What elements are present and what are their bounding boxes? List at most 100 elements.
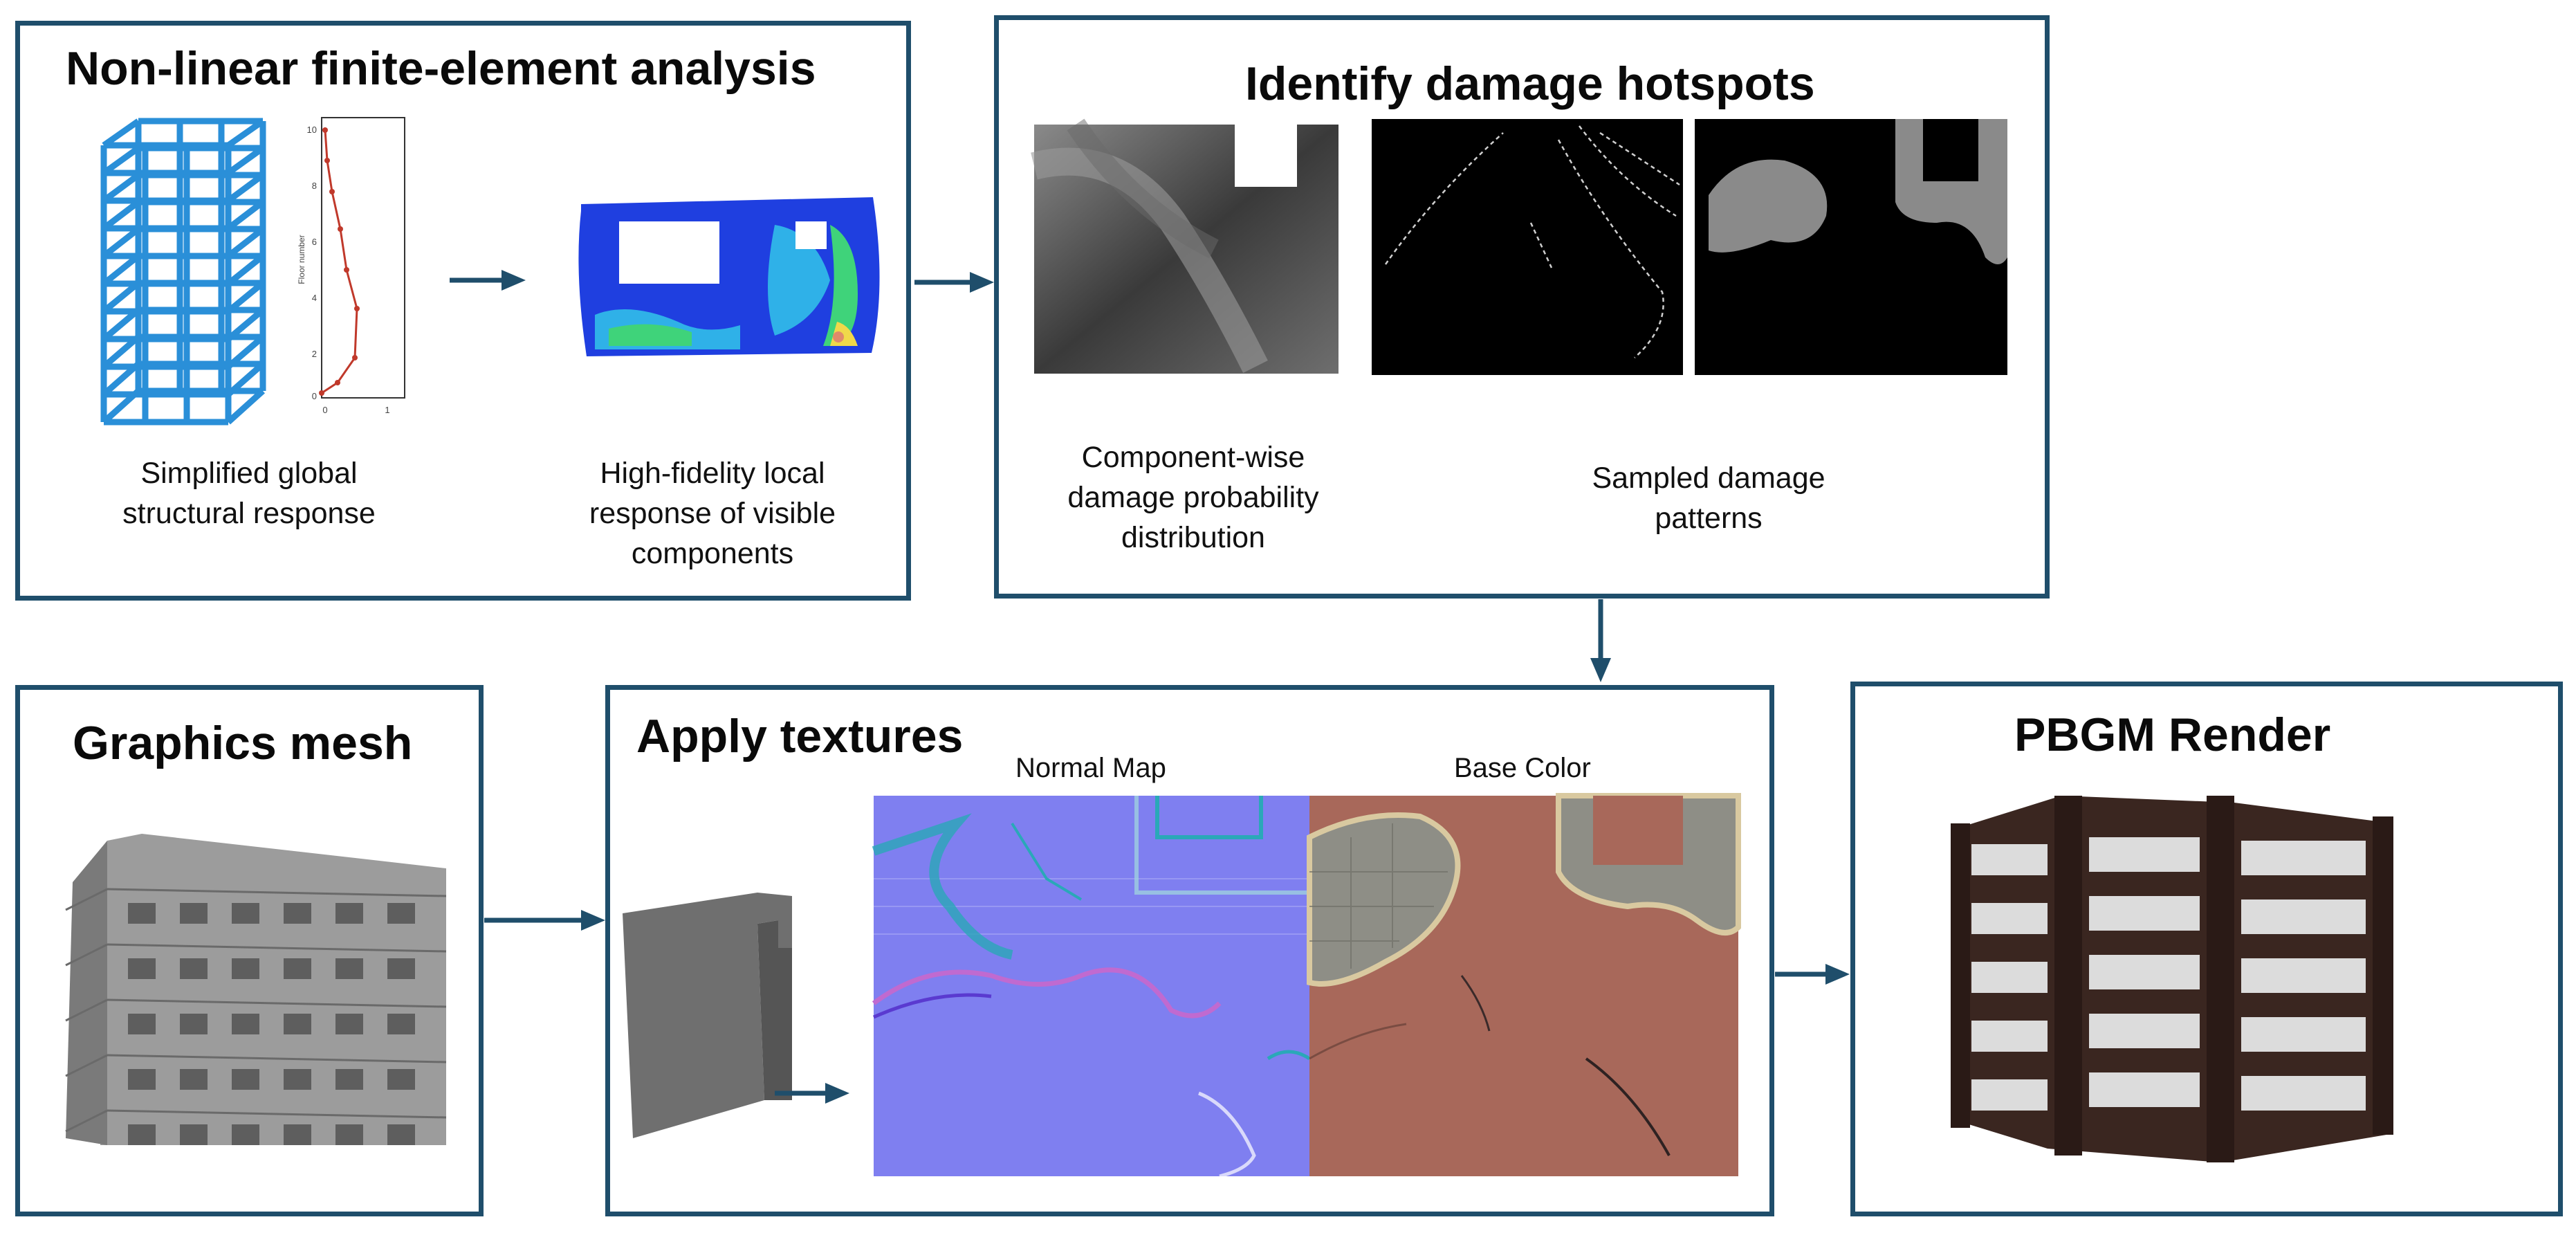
- render-window: [2089, 1072, 2200, 1107]
- ytick-4: 4: [312, 293, 317, 303]
- mesh-floor-line: [107, 1109, 447, 1119]
- mesh-window: [232, 958, 259, 979]
- arrow-hotspots-to-textures: [1590, 599, 1611, 682]
- mesh-window: [180, 1069, 208, 1090]
- graphics-mesh-building: [65, 834, 447, 1145]
- mesh-window: [387, 958, 415, 979]
- wall-component-mesh: [623, 893, 792, 1138]
- mesh-window: [387, 1014, 415, 1034]
- base-color-texture: [1307, 793, 1741, 1176]
- render-window: [2241, 1076, 2366, 1111]
- frame-beam-side: [102, 118, 140, 148]
- normal-map-label: Normal Map: [1015, 753, 1166, 783]
- frame-beam-side: [226, 226, 265, 259]
- sampled-crack-pattern: [1372, 119, 1683, 375]
- frame-beam-side: [102, 172, 140, 203]
- mesh-window: [232, 1124, 259, 1145]
- plot-ylabel: Floor number: [297, 235, 306, 284]
- ytick-10: 10: [307, 125, 317, 135]
- damage-probability-image: [1031, 118, 1338, 374]
- frame-beam-side: [226, 388, 266, 425]
- frame-beam-side: [102, 199, 140, 231]
- mesh-window: [335, 1014, 363, 1034]
- frame-beam-side: [226, 199, 265, 231]
- fea-panel-title: Non-linear finite-element analysis: [66, 42, 816, 95]
- floor-response-plot: 10 8 6 4 2 0 0 1 Floor number: [297, 117, 405, 415]
- ytick-2: 2: [312, 349, 317, 359]
- mesh-window: [128, 958, 156, 979]
- hotspots-panel-title: Identify damage hotspots: [1245, 57, 1815, 110]
- render-window: [2241, 1017, 2366, 1052]
- mesh-window: [180, 1014, 208, 1034]
- render-window: [2089, 896, 2200, 931]
- mesh-window: [284, 903, 311, 924]
- mesh-floor-line: [107, 888, 447, 897]
- caption-sampled: Sampled damage patterns: [1592, 462, 1825, 536]
- mesh-window: [232, 903, 259, 924]
- caption-global-response: Simplified global structural response: [122, 457, 376, 531]
- mesh-window: [335, 958, 363, 979]
- frame-beam-side: [102, 145, 140, 176]
- pbgm-rendered-building: [1951, 796, 2393, 1162]
- frame-beam-side: [226, 172, 265, 203]
- mesh-window: [232, 1069, 259, 1090]
- mesh-floor-line: [65, 943, 108, 967]
- arrow-fea-internal: [450, 270, 526, 291]
- fe-contour-wall: [578, 197, 880, 356]
- render-window: [1971, 844, 2048, 875]
- ytick-8: 8: [312, 181, 317, 191]
- render-window: [1971, 962, 2048, 993]
- render-window: [2089, 1014, 2200, 1048]
- arrow-fea-to-hotspots: [914, 272, 994, 293]
- normal-map-texture: [872, 796, 1311, 1178]
- frame-beam-side: [226, 280, 265, 314]
- render-window: [2241, 841, 2366, 875]
- mesh-window: [387, 1124, 415, 1145]
- mesh-floor-line: [65, 1054, 108, 1077]
- xtick-0: 0: [322, 405, 327, 415]
- mesh-window: [128, 1069, 156, 1090]
- mesh-window: [387, 1069, 415, 1090]
- frame-beam-side: [102, 307, 140, 342]
- mesh-floor-line: [65, 998, 108, 1022]
- base-color-label: Base Color: [1454, 753, 1591, 783]
- mesh-window: [128, 1014, 156, 1034]
- frame-beam-side: [102, 334, 140, 369]
- mesh-window: [335, 1124, 363, 1145]
- arrow-wall-to-textures: [775, 1083, 849, 1104]
- frame-beam-side: [226, 253, 265, 286]
- mesh-window: [128, 1124, 156, 1145]
- sampled-spalling-pattern: [1695, 119, 2007, 375]
- render-window: [1971, 1021, 2048, 1052]
- mesh-window: [180, 958, 208, 979]
- mesh-floor-line: [65, 1109, 108, 1133]
- frame-beam-side: [226, 145, 265, 176]
- caption-probability: Component-wise damage probability distri…: [1067, 441, 1319, 555]
- mesh-window: [284, 1014, 311, 1034]
- frame-beam-side: [226, 118, 265, 148]
- arrow-mesh-to-textures: [484, 910, 605, 931]
- mesh-window: [335, 1069, 363, 1090]
- mesh-window: [387, 903, 415, 924]
- mesh-floor-line: [107, 998, 447, 1008]
- frame-beam-side: [101, 388, 141, 425]
- frame-beam-side: [102, 226, 140, 259]
- mesh-floor-line: [107, 1054, 447, 1063]
- graphics-mesh-title: Graphics mesh: [73, 717, 413, 769]
- render-window: [1971, 1079, 2048, 1111]
- render-window: [2089, 837, 2200, 872]
- ytick-0: 0: [312, 391, 317, 401]
- render-window: [1971, 903, 2048, 934]
- mesh-floor-line: [65, 888, 108, 911]
- mesh-window: [284, 1124, 311, 1145]
- mesh-window: [284, 958, 311, 979]
- mesh-window: [128, 903, 156, 924]
- mesh-floor-line: [107, 943, 447, 953]
- caption-local-response: High-fidelity local response of visible …: [589, 457, 836, 571]
- mesh-window: [232, 1014, 259, 1034]
- mesh-window: [180, 903, 208, 924]
- ytick-6: 6: [312, 237, 317, 247]
- mesh-window: [284, 1069, 311, 1090]
- xtick-1: 1: [385, 405, 389, 415]
